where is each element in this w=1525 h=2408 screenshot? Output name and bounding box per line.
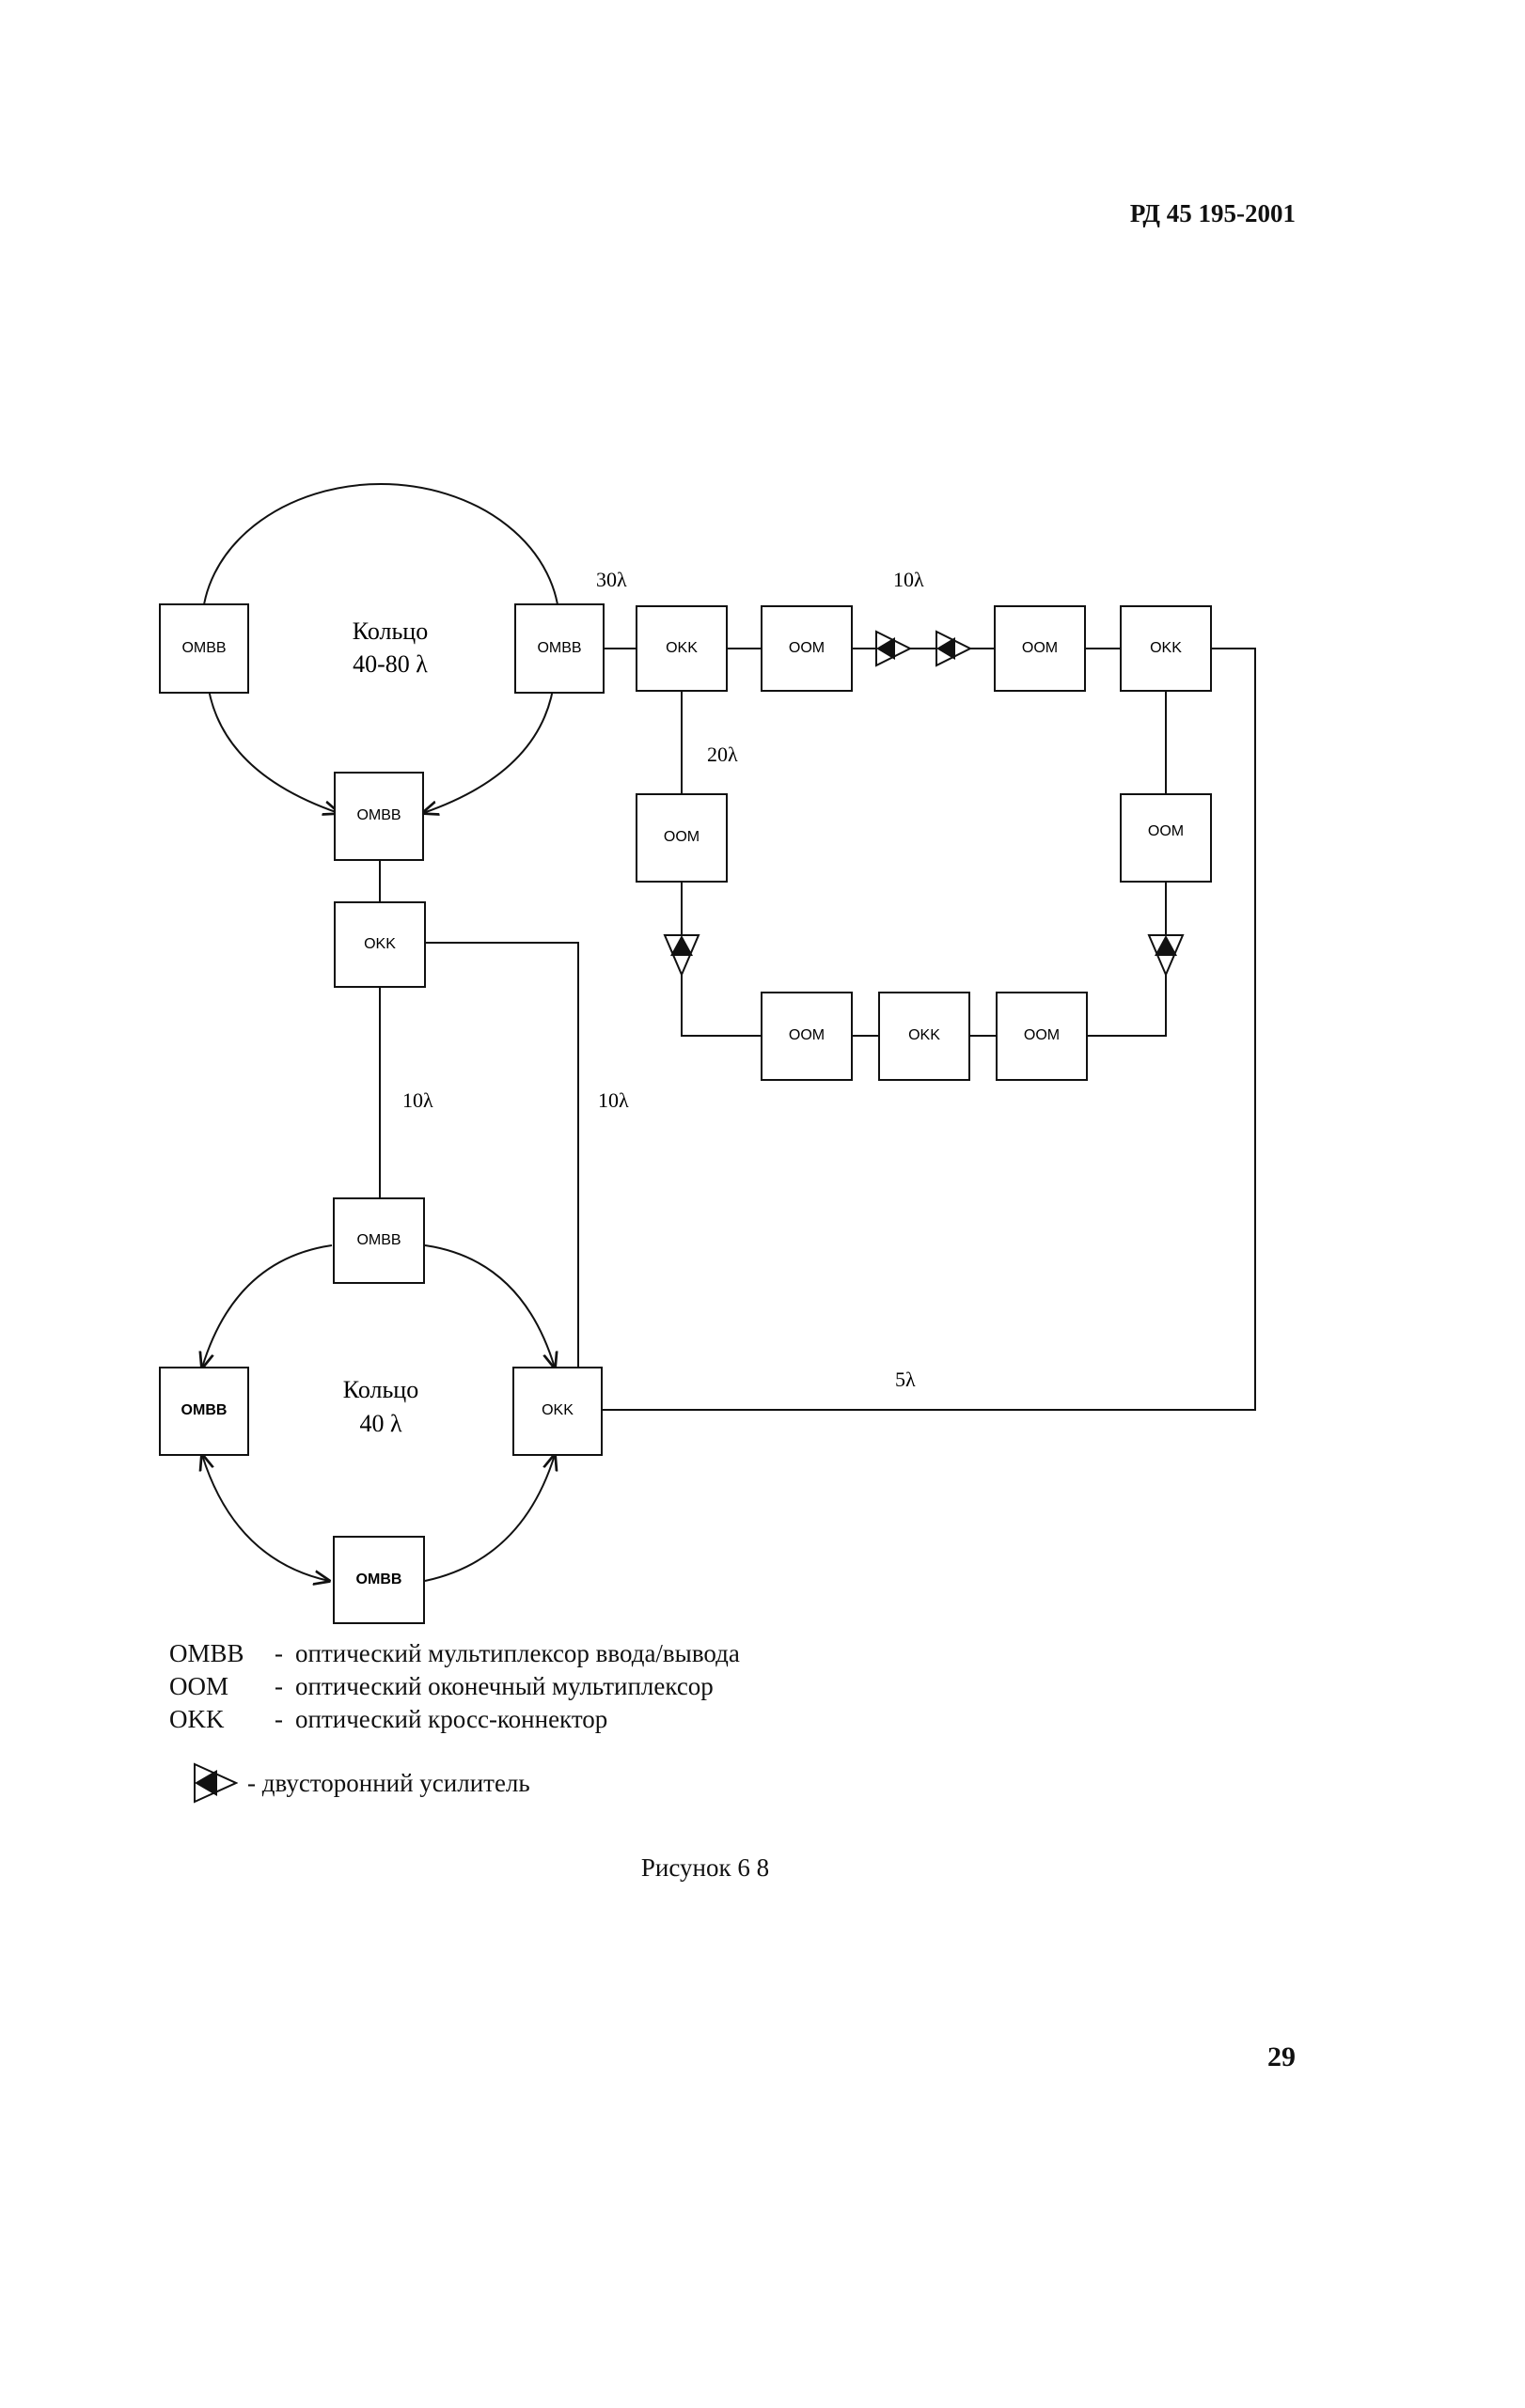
amplifier-icon [1147,934,1185,977]
bottom-ring-label-2: 40 λ [359,1410,402,1437]
svg-text:OKK: OKK [666,640,698,656]
svg-text:OMBB: OMBB [356,1571,402,1587]
amplifier-legend: - двусторонний усилитель [193,1762,530,1804]
okk-bottom-right: OKK [512,1367,603,1456]
svg-text:OMBB: OMBB [356,1232,401,1248]
svg-text:OOM: OOM [664,829,700,845]
svg-text:OMBB: OMBB [181,1402,228,1418]
okk-middle: OKK [334,901,426,988]
legend-desc: оптический кросс-коннектор [295,1705,608,1733]
figure-caption: Рисунок 6 8 [640,1853,770,1882]
label-10-lambda-right: 10λ [598,1088,629,1112]
label-5-lambda: 5λ [895,1368,916,1391]
ombb-top-right: OMBB [514,603,605,694]
label-30-lambda: 30λ [596,568,627,591]
top-ring-arc-right [423,676,556,813]
bottom-ring-arc-left-bottom [202,1455,329,1581]
legend-desc: оптический мультиплексор ввода/вывода [295,1639,740,1667]
ombb-bottom-bottom: OMBB [333,1536,425,1624]
bottom-ring-arc-left-top [202,1244,333,1368]
page-number: 29 [1267,2041,1296,2072]
svg-text:OMBB: OMBB [181,640,226,656]
ombb-bottom-top: OMBB [333,1197,425,1284]
ombb-top-bottom: OMBB [334,772,424,861]
oom-bottom-right: OOM [996,992,1088,1081]
top-ring-label-2: 40-80 λ [353,650,428,678]
svg-text:OOM: OOM [1022,640,1058,656]
svg-text:OOM: OOM [789,1027,825,1043]
bottom-ring-label-1: Кольцо [343,1376,418,1403]
svg-text:OMBB: OMBB [537,640,581,656]
wire-oom-amp-right [1087,975,1167,1037]
top-ring-arc-top [202,483,559,625]
svg-text:OKK: OKK [1150,640,1182,656]
svg-text:OKK: OKK [364,936,396,952]
okk-b: OKK [1120,605,1212,692]
label-10-lambda-mid: 10λ [402,1088,433,1112]
top-ring-label-1: Кольцо [353,618,428,645]
legend-abbr: OOM [169,1672,229,1700]
svg-text:OOM: OOM [1024,1027,1060,1043]
wire-amp-left-oom [681,975,762,1037]
ombb-top-left: OMBB [159,603,249,694]
amplifier-legend-text: двусторонний усилитель [261,1768,530,1797]
legend-abbr: OKK [169,1705,225,1733]
wire-okk-right-10lambda [425,942,579,1368]
legend-dash: - [275,1672,283,1700]
legend-desc: оптический оконечный мультиплексор [295,1672,714,1700]
legend-row: OKK - оптический кросс-коннектор [169,1703,740,1736]
bottom-ring-arc-right-bottom [424,1455,555,1582]
svg-text:OOM: OOM [1148,823,1184,839]
amplifier-icon [194,1762,238,1804]
wire-okk-5lambda [602,648,1256,1411]
ombb-bottom-left: OMBB [159,1367,249,1456]
svg-text:OKK: OKK [542,1402,574,1418]
legend-abbr: OMBB [169,1639,244,1667]
document-id: РД 45 195-2001 [1129,199,1296,227]
oom-bottom-left: OOM [761,992,853,1081]
amplifier-icon [875,630,913,667]
top-ring-arc-left [206,676,338,813]
amplifier-legend-dash: - [247,1768,262,1797]
legend-row: OMBB - оптический мультиплексор ввода/вы… [169,1637,740,1670]
okk-a: OKK [636,605,728,692]
bottom-ring-arc-right-top [424,1244,555,1368]
svg-text:OMBB: OMBB [356,807,401,823]
legend-dash: - [275,1639,283,1667]
oom-right: OOM [1120,793,1212,883]
okk-c: OKK [878,992,970,1081]
label-20-lambda: 20λ [707,743,738,766]
svg-text:OKK: OKK [908,1027,940,1043]
oom-a: OOM [761,605,853,692]
amplifier-icon [663,934,700,977]
amplifier-icon [935,630,973,667]
label-10-lambda-top: 10λ [893,568,924,591]
oom-left: OOM [636,793,728,883]
legend-dash: - [275,1705,283,1733]
legend-row: OOM - оптический оконечный мультиплексор [169,1670,740,1703]
svg-text:OOM: OOM [789,640,825,656]
legend: OMBB - оптический мультиплексор ввода/вы… [169,1637,740,1736]
oom-b: OOM [994,605,1086,692]
